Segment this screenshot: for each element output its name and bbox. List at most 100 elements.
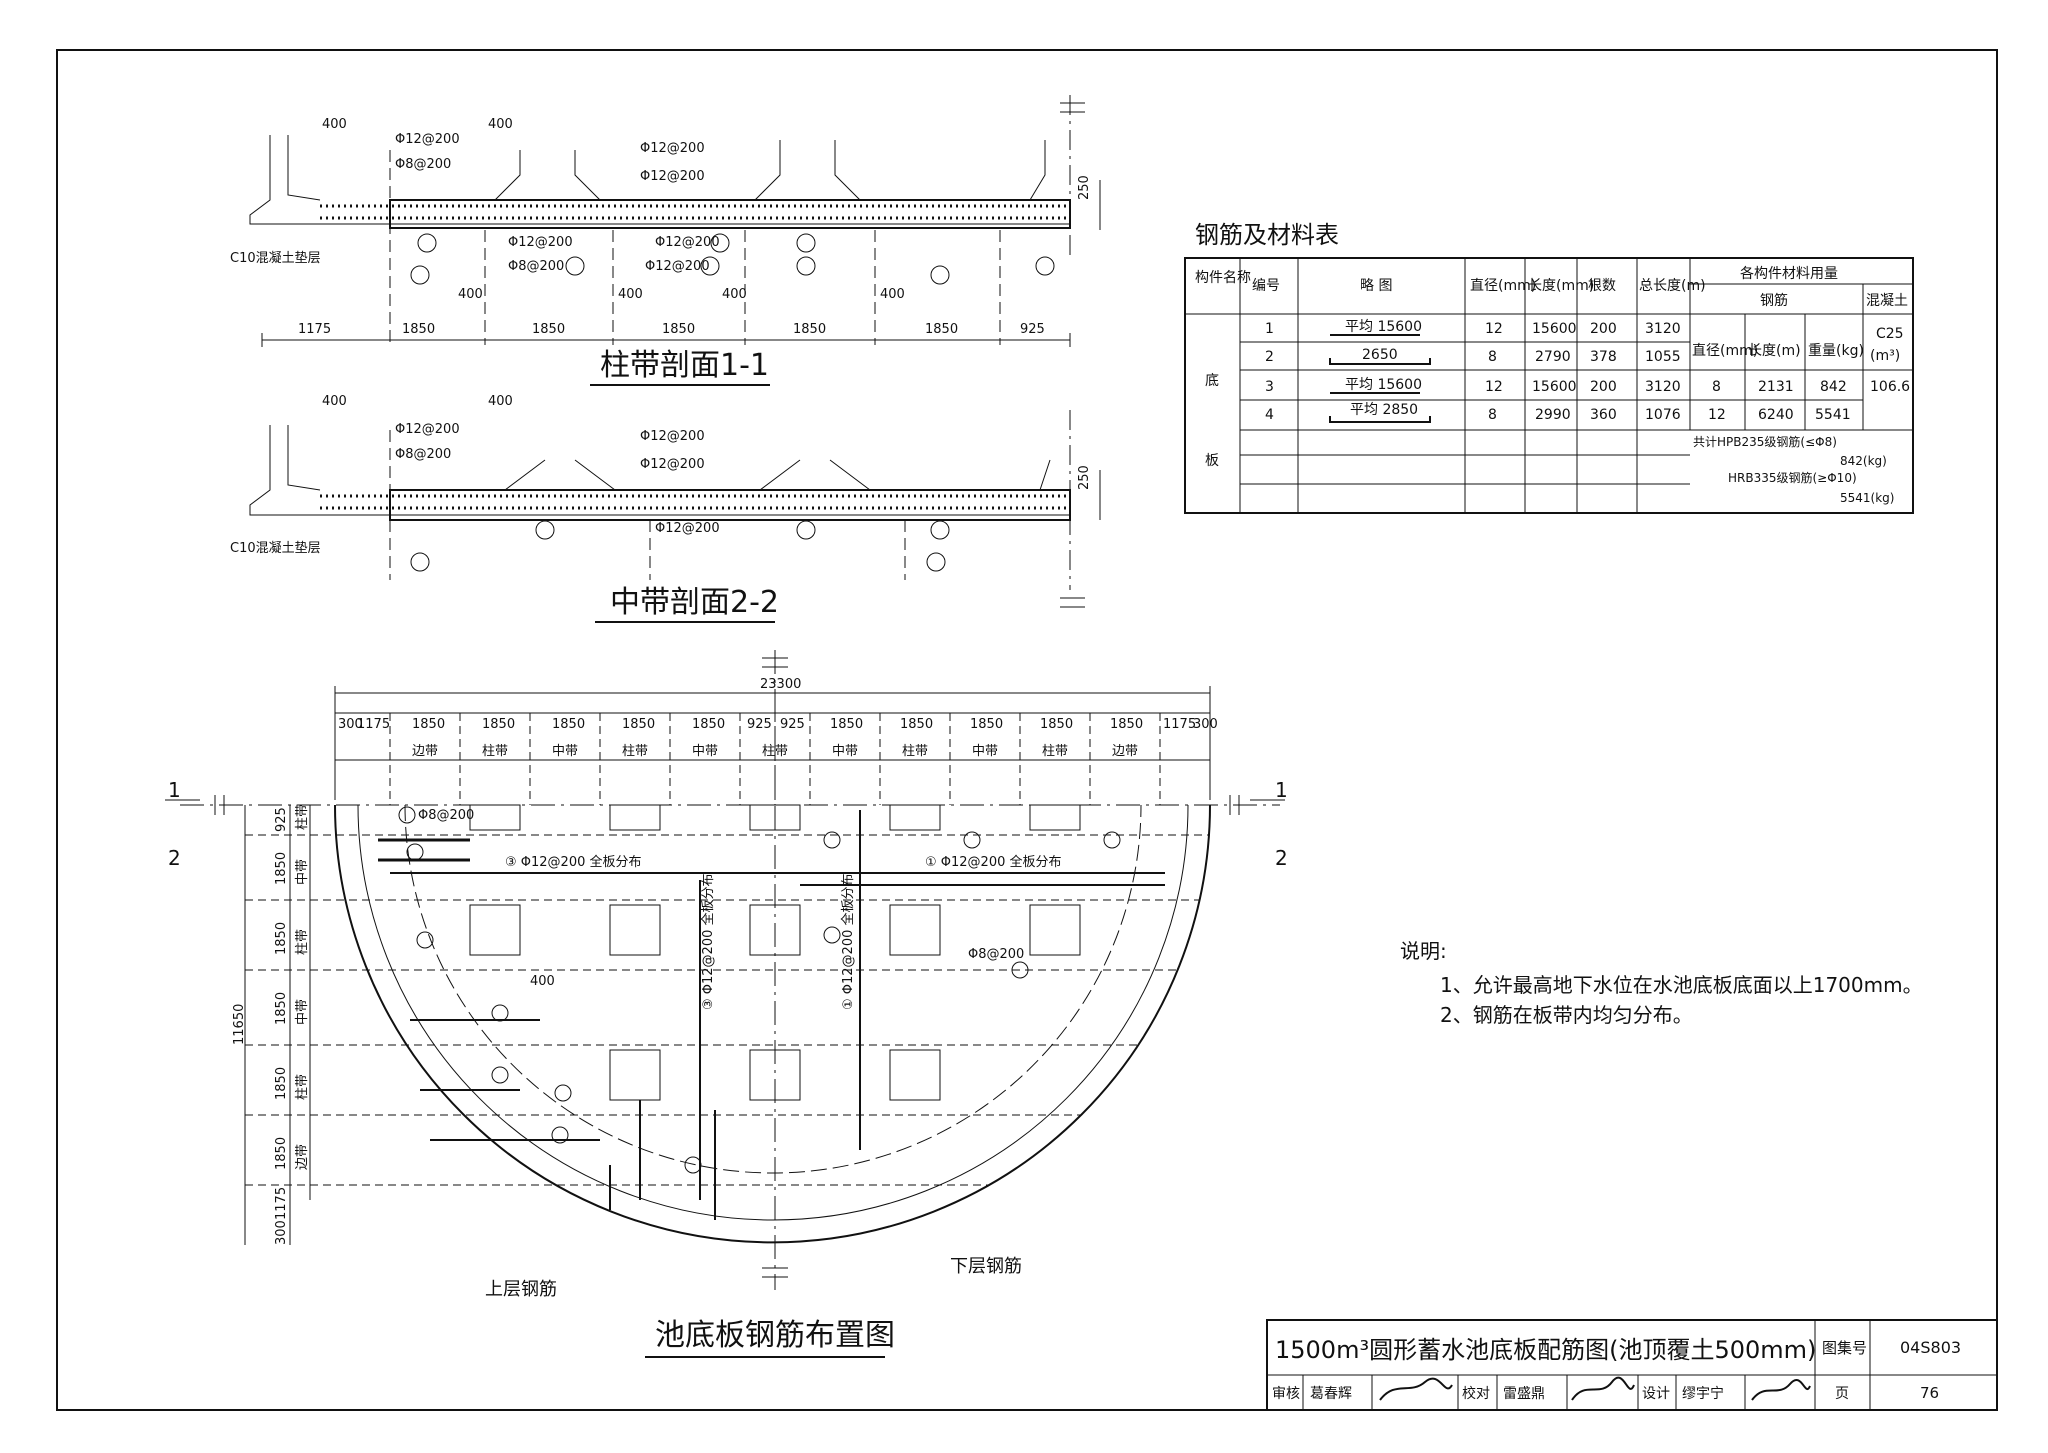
rebar-label-phi8b: Φ8@200 [968, 947, 1024, 962]
usage2-wt: 5541 [1815, 407, 1851, 423]
th-u-len: 长度(m) [1748, 343, 1801, 359]
plan-band: 柱带 [482, 744, 508, 759]
reviewer-signature [1379, 1377, 1453, 1401]
usage1-len: 2131 [1758, 379, 1794, 395]
plan-total-dim: 23300 [760, 677, 801, 692]
s1-label-1: Φ12@200 [395, 132, 460, 147]
row4-len: 2990 [1535, 407, 1571, 423]
s1-mid-dim-2: 400 [618, 287, 643, 302]
note-1: 1、允许最高地下水位在水池底板底面以上1700mm。 [1440, 973, 1923, 997]
s1-bottom-dim: 1850 [793, 322, 826, 337]
check-label: 校对 [1462, 1385, 1490, 1402]
s1-bottom-dim: 1850 [925, 322, 958, 337]
row1-dia: 12 [1485, 321, 1503, 337]
plan-left-dim: 1850 [274, 1067, 289, 1100]
rebar-label-3: ③ Φ12@200 全板分布 [505, 854, 642, 870]
plan-top-dim: 1850 [1040, 717, 1073, 732]
plan-top-dim: 925 [747, 717, 772, 732]
review-label: 审核 [1272, 1386, 1300, 1402]
s1-label-4: Φ12@200 [640, 169, 705, 184]
s1-bottom-dims: 1175 1850 1850 1850 1850 1850 925 [298, 322, 1045, 337]
plan-left-band: 边带 [295, 1144, 310, 1170]
plan-band: 柱带 [1042, 744, 1068, 759]
title-block [1266, 1319, 1998, 1411]
plan-band: 中带 [972, 744, 998, 759]
table-title: 钢筋及材料表 [1195, 221, 1339, 249]
th-dia: 直径(mm) [1470, 277, 1536, 294]
s2-top-dim-1: 400 [322, 394, 347, 409]
plan-left-band: 柱带 [295, 804, 310, 830]
atlas-label: 图集号 [1822, 1339, 1867, 1357]
s1-label-5: Φ12@200 [508, 235, 573, 250]
plan-top-dim: 300 [1193, 717, 1218, 732]
row3-len: 15600 [1532, 379, 1577, 395]
summary-2: 842(kg) [1840, 454, 1887, 468]
row3-count: 200 [1590, 379, 1617, 395]
lower-rebar-label: 下层钢筋 [950, 1256, 1022, 1277]
s1-cushion: C10混凝土垫层 [230, 250, 321, 266]
th-m3: (m³) [1870, 348, 1900, 364]
s1-label-8: Φ12@200 [645, 259, 710, 274]
page-label: 页 [1835, 1386, 1849, 1402]
rebar-dim-400: 400 [530, 974, 555, 989]
s1-bottom-dim: 1175 [298, 322, 331, 337]
row3-total: 3120 [1645, 379, 1681, 395]
s1-mid-dim-3: 400 [722, 287, 747, 302]
section-2-2-title: 中带剖面2-2 [610, 585, 779, 620]
th-no: 编号 [1252, 278, 1280, 294]
summary-4: 5541(kg) [1840, 491, 1894, 505]
plan-left-dim: 1850 [274, 852, 289, 885]
th-concrete: 混凝土 [1866, 293, 1908, 309]
table-headers: 构件名称 编号 略 图 直径(mm) 长度(mm) 根数 总长度(m) 各构件材… [1195, 266, 1908, 364]
checker-signature [1571, 1376, 1635, 1401]
row2-sketch: 2650 [1362, 347, 1398, 363]
s1-mid-dim-4: 400 [880, 287, 905, 302]
plan-left-dim: 925 [274, 807, 289, 832]
plan-top-dim: 1175 [357, 717, 390, 732]
drawing-title: 1500m³圆形蓄水池底板配筋图(池顶覆土500mm) [1275, 1336, 1816, 1364]
section-1-1-title: 柱带剖面1-1 [600, 348, 769, 383]
plan-top-dim: 925 [780, 717, 805, 732]
plan-left-dim: 1850 [274, 992, 289, 1025]
row2-count: 378 [1590, 349, 1617, 365]
s2-top-dim-2: 400 [488, 394, 513, 409]
row3-no: 3 [1265, 379, 1274, 395]
th-component: 构件名称 [1195, 270, 1251, 286]
section-mark-2-left: 2 [168, 846, 181, 870]
row1-no: 1 [1265, 321, 1274, 337]
usage2-dia: 12 [1708, 407, 1726, 423]
th-steel: 钢筋 [1760, 292, 1788, 309]
s1-bottom-dim: 1850 [532, 322, 565, 337]
th-c25: C25 [1876, 326, 1904, 342]
section-mark-1-right: 1 [1275, 778, 1288, 802]
usage1-dia: 8 [1712, 379, 1721, 395]
page-number: 76 [1920, 1384, 1939, 1402]
plan-left-band: 中带 [295, 859, 310, 885]
s1-bottom-dim: 1850 [402, 322, 435, 337]
row1-total: 3120 [1645, 321, 1681, 337]
plan-band: 柱带 [902, 744, 928, 759]
th-sketch: 略 图 [1360, 278, 1392, 294]
checker-name: 雷盛鼎 [1503, 1386, 1545, 1402]
plan-band: 中带 [832, 744, 858, 759]
plan-top-dim: 1850 [552, 717, 585, 732]
material-table [1184, 257, 1914, 514]
note-2: 2、钢筋在板带内均匀分布。 [1440, 1003, 1693, 1027]
plan-top-dim: 1850 [412, 717, 445, 732]
plan-top-dim: 1850 [970, 717, 1003, 732]
rebar-label-phi8a: Φ8@200 [418, 808, 474, 823]
plan-top-dim: 1850 [482, 717, 515, 732]
concrete-value: 106.6 [1870, 379, 1910, 395]
designer-name: 缪宇宁 [1682, 1385, 1724, 1402]
s1-mid-dim-1: 400 [458, 287, 483, 302]
th-usage: 各构件材料用量 [1740, 266, 1838, 282]
component-name-1: 底 [1205, 373, 1219, 389]
s1-bottom-dim: 1850 [662, 322, 695, 337]
plan-left-total: 11650 [232, 1004, 247, 1045]
s1-bottom-dim: 925 [1020, 322, 1045, 337]
th-count: 根数 [1588, 278, 1616, 294]
plan-drawing [165, 650, 1285, 1290]
plan-band: 中带 [552, 744, 578, 759]
row2-no: 2 [1265, 349, 1274, 365]
